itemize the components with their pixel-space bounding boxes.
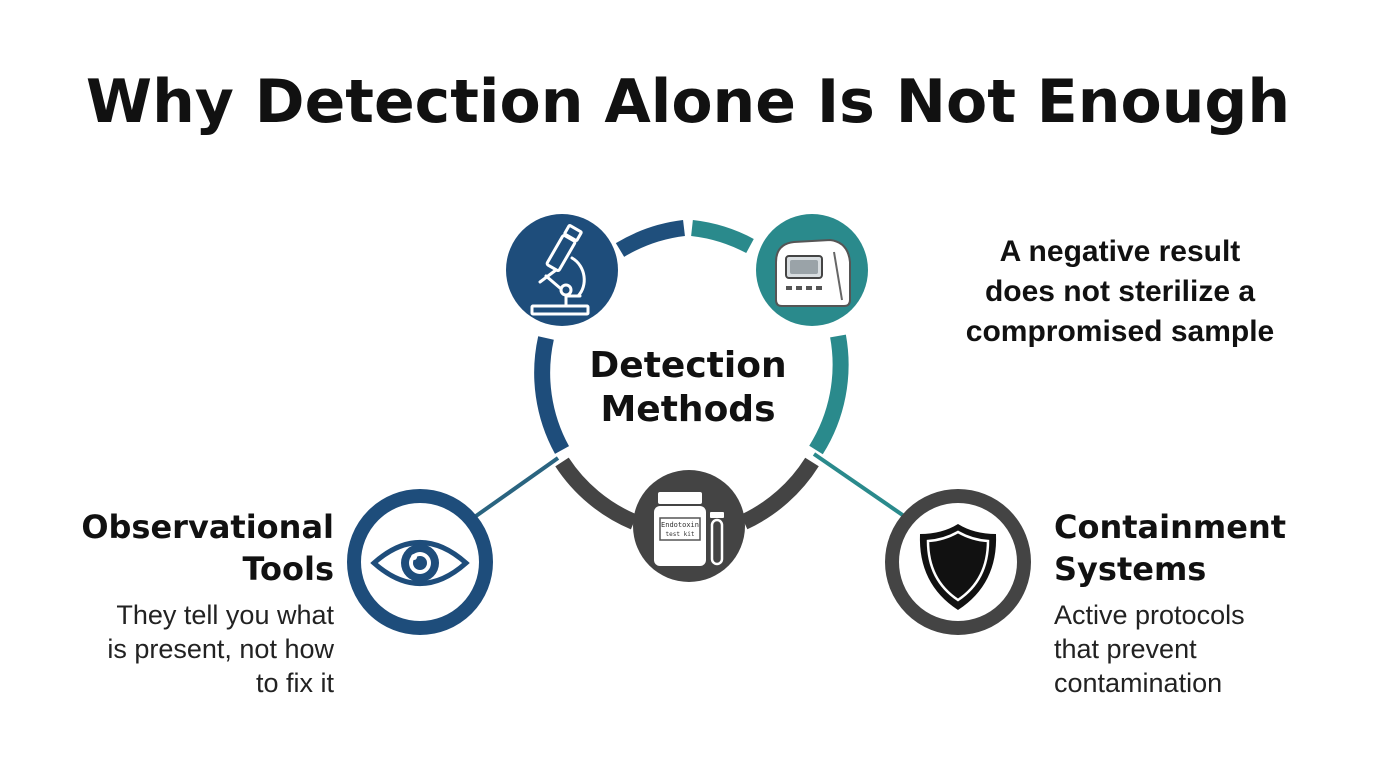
center-label: Detection Methods <box>538 344 838 432</box>
microscope-icon <box>530 224 590 316</box>
callout-line1: A negative result <box>999 235 1241 268</box>
eye-icon <box>370 540 470 586</box>
incubator-icon <box>775 238 851 307</box>
eye-badge <box>347 489 493 635</box>
reagent-kit-icon: Endotoxin test kit <box>654 492 724 566</box>
left-title-line1: Observational <box>81 508 334 546</box>
center-label-line1: Detection <box>589 345 787 386</box>
reagent-label-line1: Endotoxin <box>661 521 699 529</box>
left-desc-line1: They tell you what <box>116 600 334 630</box>
connector-right <box>812 452 906 518</box>
left-title-line2: Tools <box>242 550 334 588</box>
ring-segment-top-right <box>690 220 754 254</box>
right-desc-line1: Active protocols <box>1054 600 1245 630</box>
microscope-badge <box>506 214 618 326</box>
callout-line3: compromised sample <box>965 315 1275 348</box>
observational-tools-description: They tell you what is present, not how t… <box>40 598 334 700</box>
left-desc-line3: to fix it <box>255 668 334 698</box>
shield-icon <box>919 524 997 610</box>
ring-segment-bottom-left <box>555 457 638 530</box>
containment-systems-description: Active protocols that prevent contaminat… <box>1054 598 1354 700</box>
right-title-line1: Containment <box>1054 508 1287 546</box>
observational-tools-title: Observational Tools <box>40 506 334 590</box>
right-desc-line2: that prevent <box>1054 634 1197 664</box>
page-title: Why Detection Alone Is Not Enough <box>85 67 1291 137</box>
left-desc-line2: is present, not how <box>107 634 334 664</box>
reagent-label-line2: test kit <box>666 531 695 538</box>
ring-segment-bottom-right <box>740 457 819 530</box>
right-desc-line3: contamination <box>1054 668 1223 698</box>
ring-segment-right <box>809 334 849 455</box>
callout-line2: does not sterilize a <box>984 275 1256 308</box>
center-label-line2: Methods <box>600 389 776 430</box>
shield-badge <box>885 489 1031 635</box>
ring-segment-left <box>534 336 570 454</box>
connector-left <box>474 456 560 518</box>
incubator-badge <box>756 214 868 326</box>
reagent-badge: Endotoxin test kit <box>633 470 745 582</box>
callout-text: A negative result does not sterilize a c… <box>940 232 1300 352</box>
right-title-line2: Systems <box>1054 550 1207 588</box>
ring-segment-top-left <box>615 220 686 257</box>
containment-systems-title: Containment Systems <box>1054 506 1374 590</box>
